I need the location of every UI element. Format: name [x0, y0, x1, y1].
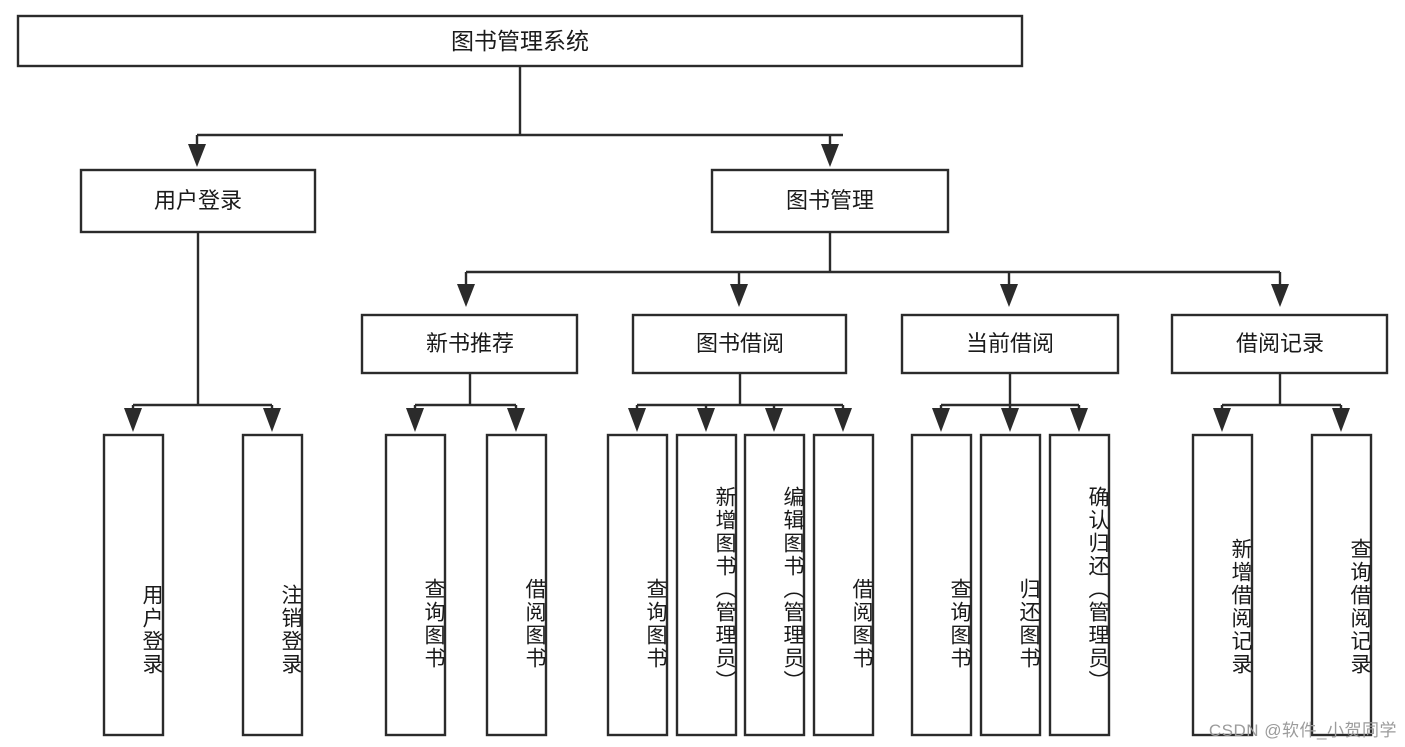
node-book-manage[interactable]: 图书管理	[710, 168, 950, 234]
arrow-head-borrow-record	[1271, 284, 1289, 307]
arrow-head-new-book	[457, 284, 475, 307]
node-book-borrow[interactable]: 图书借阅	[631, 313, 848, 375]
leaf-box-cb-confirm[interactable]	[1048, 433, 1111, 737]
leaf-box-bb-add[interactable]	[675, 433, 738, 737]
node-root-box[interactable]	[16, 14, 1024, 68]
node-current-borrow-label: 当前借阅	[966, 331, 1054, 356]
arrow-head-book-borrow	[730, 284, 748, 307]
arrow-head-leaf-bb-add	[697, 408, 715, 432]
node-user-login[interactable]: 用户登录	[79, 168, 317, 234]
node-book-manage-label: 图书管理	[786, 188, 874, 213]
arrow-head-leaf-logout	[263, 408, 281, 432]
leaf-box-cb-return[interactable]	[979, 433, 1042, 737]
arrow-head-leaf-bb-edit	[765, 408, 783, 432]
connector-group-new-book-leaves	[406, 373, 525, 432]
arrow-head-leaf-user-login	[124, 408, 142, 432]
leaf-box-nb-query[interactable]	[384, 433, 447, 737]
node-user-login-label: 用户登录	[154, 188, 242, 213]
leaf-box-br-query[interactable]	[1310, 433, 1373, 737]
connector-group-root	[188, 66, 843, 167]
node-root-label: 图书管理系统	[451, 28, 589, 54]
node-borrow-record[interactable]: 借阅记录	[1170, 313, 1389, 375]
node-new-book-recommend-box[interactable]	[360, 313, 579, 375]
node-root[interactable]: 图书管理系统	[16, 14, 1024, 68]
arrow-head-leaf-br-query	[1332, 408, 1350, 432]
leaf-box-user-login[interactable]	[102, 433, 165, 737]
node-book-borrow-label: 图书借阅	[696, 331, 784, 356]
connector-group-user-login-leaves	[124, 232, 281, 432]
leaf-box-bb-edit[interactable]	[743, 433, 806, 737]
arrow-head-leaf-br-add	[1213, 408, 1231, 432]
watermark: CSDN @软件_小贺同学	[1208, 721, 1397, 740]
arrow-head-leaf-nb-borrow	[507, 408, 525, 432]
connector-group-book-borrow-leaves	[628, 373, 852, 432]
leaf-box-br-add[interactable]	[1191, 433, 1254, 737]
connector-group-current-borrow-leaves	[932, 373, 1088, 432]
leaf-box-bb-borrow[interactable]	[812, 433, 875, 737]
leaf-box-logout[interactable]	[241, 433, 304, 737]
node-current-borrow-box[interactable]	[900, 313, 1120, 375]
arrow-head-leaf-bb-borrow	[834, 408, 852, 432]
arrow-head-leaf-cb-return	[1001, 408, 1019, 432]
node-current-borrow[interactable]: 当前借阅	[900, 313, 1120, 375]
leaf-box-group	[102, 433, 1373, 737]
connector-group-book-manage	[457, 232, 1289, 307]
node-new-book-recommend[interactable]: 新书推荐	[360, 313, 579, 375]
node-book-manage-box[interactable]	[710, 168, 950, 234]
arrow-head-leaf-nb-query	[406, 408, 424, 432]
node-book-borrow-box[interactable]	[631, 313, 848, 375]
leaf-box-nb-borrow[interactable]	[485, 433, 548, 737]
arrow-head-current-borrow	[1000, 284, 1018, 307]
arrow-head-leaf-cb-confirm	[1070, 408, 1088, 432]
node-new-book-recommend-label: 新书推荐	[426, 331, 514, 356]
arrow-head-leaf-cb-query	[932, 408, 950, 432]
node-borrow-record-label: 借阅记录	[1236, 331, 1324, 356]
arrow-head-book-manage	[821, 144, 839, 167]
arrow-head-leaf-bb-query	[628, 408, 646, 432]
leaf-box-cb-query[interactable]	[910, 433, 973, 737]
leaf-box-bb-query[interactable]	[606, 433, 669, 737]
node-borrow-record-box[interactable]	[1170, 313, 1389, 375]
arrow-head-user-login	[188, 144, 206, 167]
connector-group-borrow-record-leaves	[1213, 373, 1350, 432]
